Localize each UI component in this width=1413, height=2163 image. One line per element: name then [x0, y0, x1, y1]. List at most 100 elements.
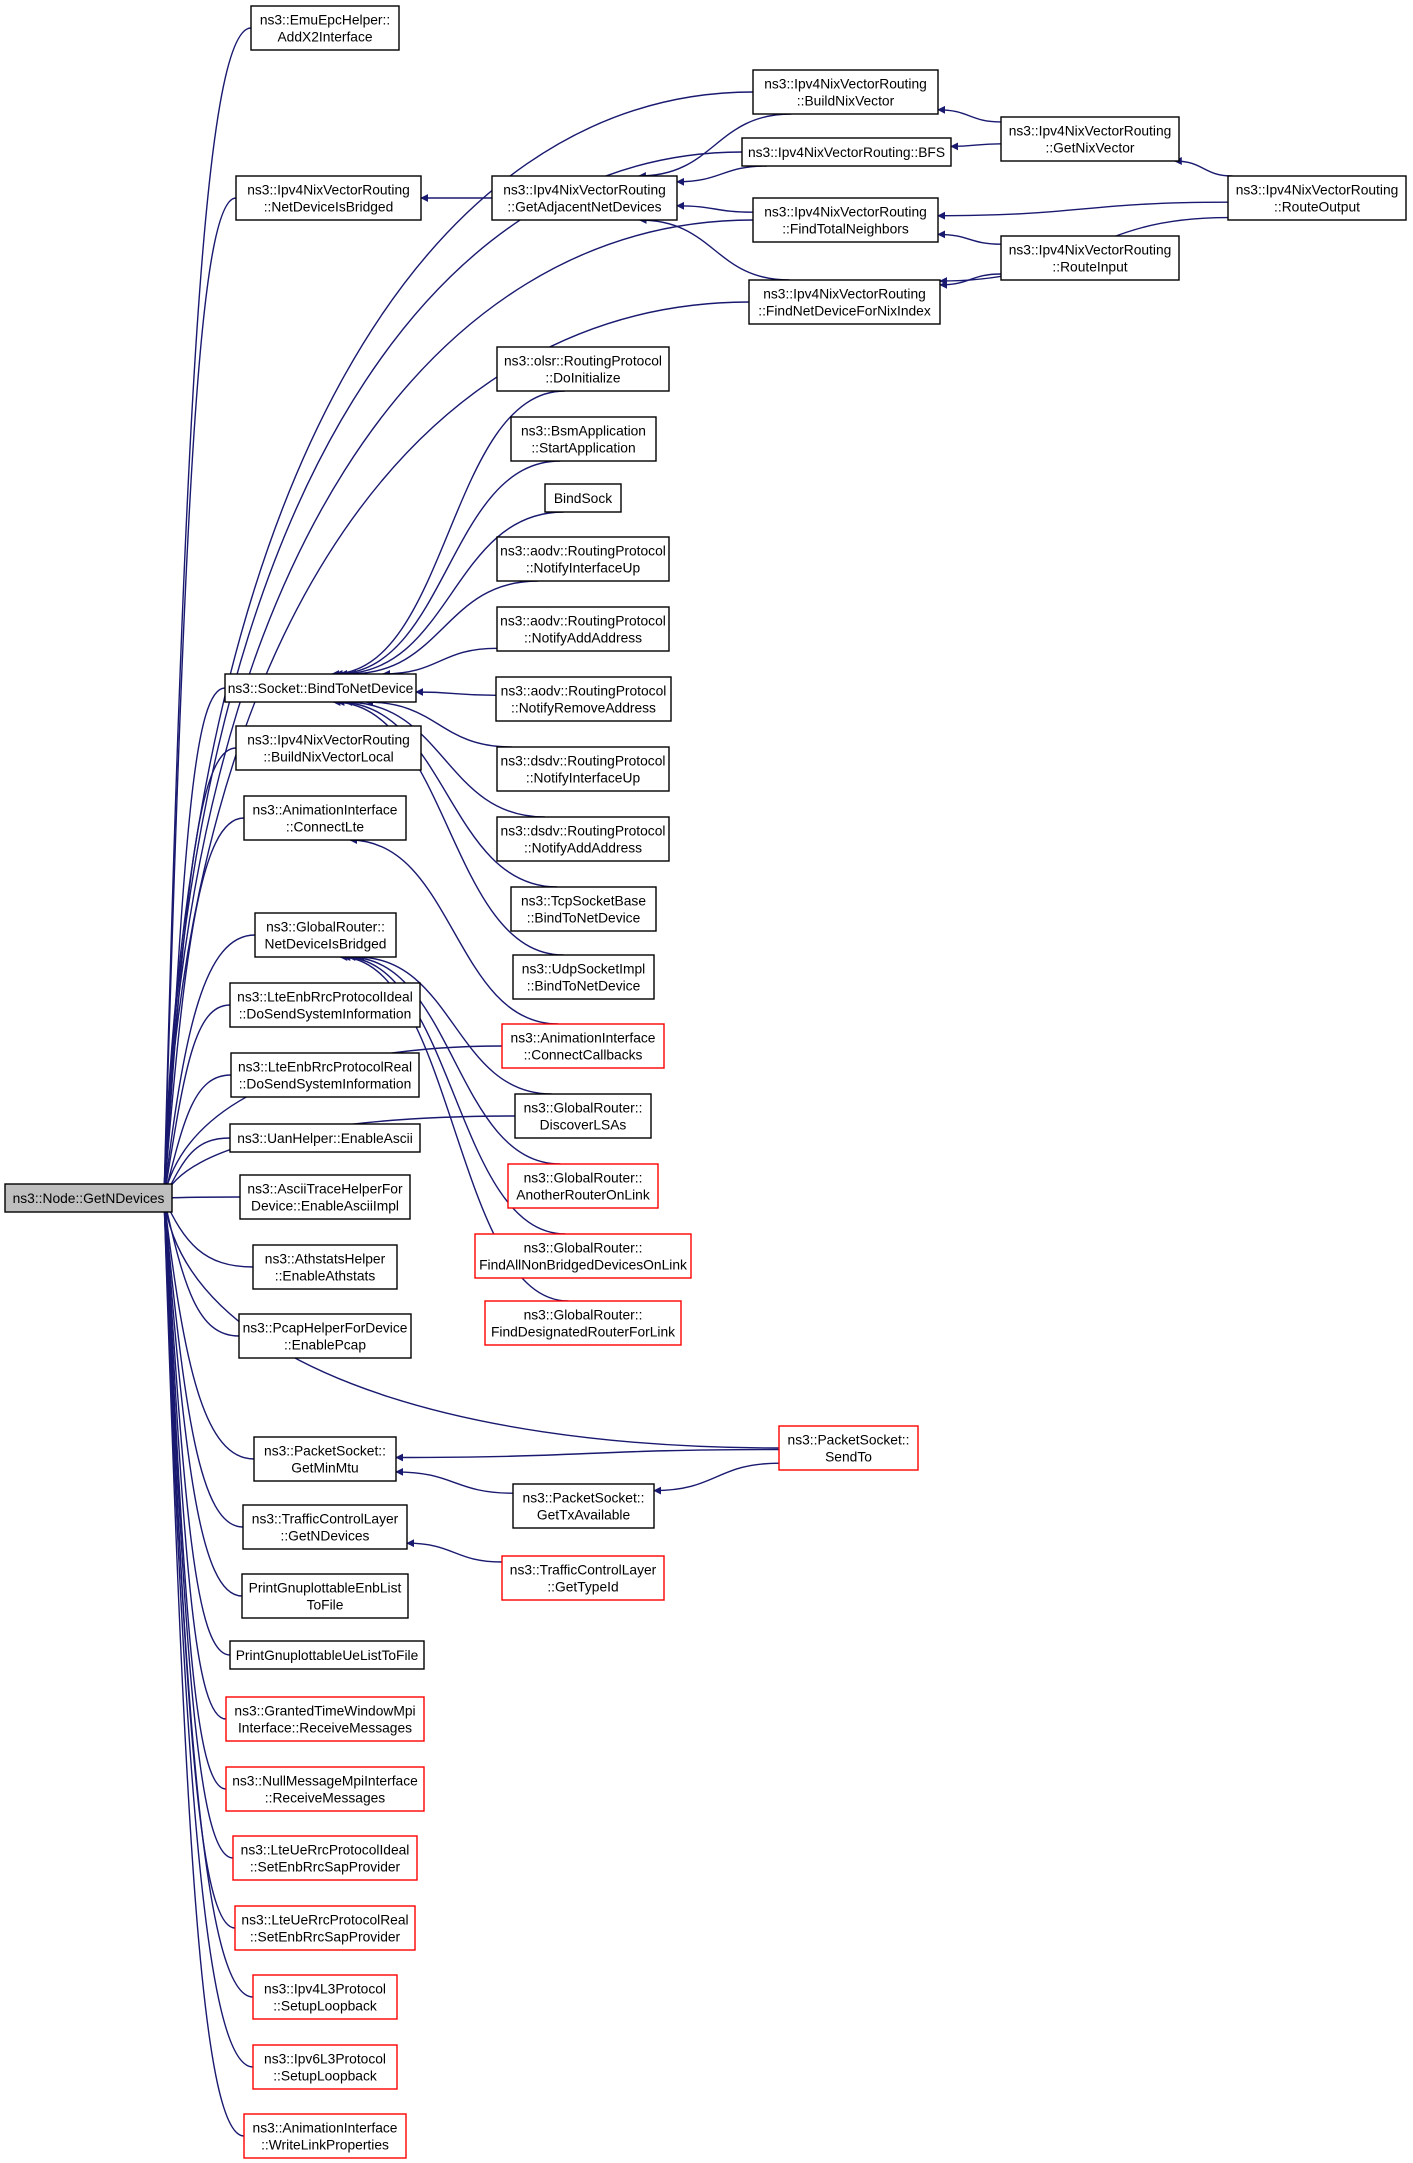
call-edge-line [161, 1074, 232, 1199]
function-node-aodvadd[interactable]: ns3::aodv::RoutingProtocol::NotifyAddAdd… [496, 606, 670, 652]
call-edge-line [160, 301, 750, 1199]
function-node-findtotal[interactable]: ns3::Ipv4NixVectorRouting::FindTotalNeig… [752, 197, 939, 243]
node-label-line: AddX2Interface [277, 30, 372, 45]
function-node-buildnix[interactable]: ns3::Ipv4NixVectorRouting::BuildNixVecto… [752, 69, 939, 115]
node-label-line: ::SetupLoopback [273, 2069, 377, 2084]
function-node-ptxavail[interactable]: ns3::PacketSocket::GetTxAvailable [512, 1483, 655, 1529]
function-node-pminmtu[interactable]: ns3::PacketSocket::GetMinMtu [253, 1436, 397, 1482]
call-edge-line [336, 698, 558, 888]
function-node-lteideal[interactable]: ns3::LteEnbRrcProtocolIdeal::DoSendSyste… [229, 982, 421, 1028]
node-box [474, 1233, 692, 1279]
function-node-finddesignated[interactable]: ns3::GlobalRouter::FindDesignatedRouterF… [484, 1300, 682, 1346]
function-node-aodvup[interactable]: ns3::aodv::RoutingProtocol::NotifyInterf… [496, 536, 670, 582]
function-node-granted[interactable]: ns3::GrantedTimeWindowMpiInterface::Rece… [225, 1696, 425, 1742]
call-edge-bindsock-to-socketbind [339, 511, 564, 678]
function-node-writelink[interactable]: ns3::AnimationInterface::WriteLinkProper… [243, 2113, 407, 2159]
node-label-line: ::FindTotalNeighbors [782, 222, 909, 237]
node-label-line: ::ReceiveMessages [265, 1791, 385, 1806]
node-label-line: ::DoSendSystemInformation [239, 1077, 412, 1092]
call-edge-line [160, 1197, 244, 1528]
function-node-aodvremove[interactable]: ns3::aodv::RoutingProtocol::NotifyRemove… [495, 676, 672, 722]
node-box [225, 1696, 425, 1742]
node-label-line: FindDesignatedRouterForLink [491, 1325, 675, 1340]
call-edge-routeoutput-to-findtotal [937, 201, 1229, 220]
node-label-line: ::RouteOutput [1274, 200, 1360, 215]
call-edge-line [160, 934, 256, 1199]
function-node-routeoutput[interactable]: ns3::Ipv4NixVectorRouting::RouteOutput [1227, 175, 1407, 221]
node-label-line: ns3::AthstatsHelper [265, 1252, 386, 1267]
function-node-connectcb[interactable]: ns3::AnimationInterface::ConnectCallback… [501, 1023, 665, 1069]
function-node-olsr[interactable]: ns3::olsr::RoutingProtocol::DoInitialize [496, 346, 670, 392]
function-node-connectlte[interactable]: ns3::AnimationInterface::ConnectLte [243, 795, 407, 841]
node-label-line: ::ConnectCallbacks [524, 1048, 643, 1063]
function-node-athstats[interactable]: ns3::AthstatsHelper::EnableAthstats [252, 1244, 398, 1290]
node-label-line: ::GetTypeId [547, 1580, 618, 1595]
function-node-discoverlsas[interactable]: ns3::GlobalRouter::DiscoverLSAs [514, 1093, 652, 1139]
node-box [1000, 235, 1180, 281]
node-box [243, 795, 407, 841]
node-label-line: ::EnablePcap [284, 1338, 366, 1353]
function-node-nullmsg[interactable]: ns3::NullMessageMpiInterface::ReceiveMes… [225, 1766, 425, 1812]
function-node-uanascii[interactable]: ns3::UanHelper::EnableAscii [229, 1123, 421, 1153]
function-node-pcap[interactable]: ns3::PcapHelperForDevice::EnablePcap [238, 1313, 412, 1359]
function-node-udpbind[interactable]: ns3::UdpSocketImpl::BindToNetDevice [512, 954, 655, 1000]
function-node-getnix[interactable]: ns3::Ipv4NixVectorRouting::GetNixVector [1000, 116, 1180, 162]
node-label-line: ns3::EmuEpcHelper:: [260, 13, 390, 28]
function-node-routeinput[interactable]: ns3::Ipv4NixVectorRouting::RouteInput [1000, 235, 1180, 281]
call-edge-line [161, 1004, 231, 1199]
function-node-anotherrouter[interactable]: ns3::GlobalRouter::AnotherRouterOnLink [507, 1163, 659, 1209]
node-label-line: ns3::Ipv4NixVectorRouting::BFS [748, 145, 945, 160]
call-edge-line [637, 113, 792, 180]
function-node-lteueideal[interactable]: ns3::LteUeRrcProtocolIdeal::SetEnbRrcSap… [232, 1835, 418, 1881]
call-edge-line [676, 201, 754, 213]
function-node-grbridged[interactable]: ns3::GlobalRouter::NetDeviceIsBridged [254, 912, 397, 958]
function-node-getadj[interactable]: ns3::Ipv4NixVectorRouting::GetAdjacentNe… [491, 175, 678, 221]
node-box [512, 1483, 655, 1529]
function-node-bsm[interactable]: ns3::BsmApplication::StartApplication [510, 416, 657, 462]
node-box [238, 1313, 412, 1359]
function-node-tcpbind[interactable]: ns3::TcpSocketBase::BindToNetDevice [510, 886, 657, 932]
function-node-lteuereal[interactable]: ns3::LteUeRrcProtocolReal::SetEnbRrcSapP… [234, 1905, 416, 1951]
function-node-psendto[interactable]: ns3::PacketSocket::SendTo [778, 1425, 919, 1471]
node-label-line: ::GetNDevices [281, 1529, 370, 1544]
function-node-findnetdev[interactable]: ns3::Ipv4NixVectorRouting::FindNetDevice… [748, 279, 941, 325]
call-edge-line [937, 105, 1002, 123]
node-label-line: ::StartApplication [531, 441, 635, 456]
call-edge-olsr-to-socketbind [331, 390, 565, 678]
call-edge-udpbind-to-socketbind [332, 698, 564, 956]
function-node-ltereal[interactable]: ns3::LteEnbRrcProtocolReal::DoSendSystem… [230, 1052, 420, 1098]
node-layer: ns3::Node::GetNDevices ns3::EmuEpcHelper:… [4, 5, 1407, 2159]
call-edge-line [160, 1197, 255, 1460]
call-edge-line [939, 273, 1002, 289]
node-label-line: ::RouteInput [1052, 260, 1127, 275]
function-node-tclgettype[interactable]: ns3::TrafficControlLayer::GetTypeId [501, 1555, 665, 1601]
node-label-line: ns3::BsmApplication [521, 424, 646, 439]
node-label-line: ns3::Ipv4NixVectorRouting [764, 77, 927, 92]
function-node-dsdvup[interactable]: ns3::dsdv::RoutingProtocol::NotifyInterf… [496, 746, 670, 792]
root-node-root[interactable]: ns3::Node::GetNDevices [4, 1183, 173, 1213]
call-edge-line [160, 1197, 231, 1656]
function-node-ipv4loop[interactable]: ns3::Ipv4L3Protocol::SetupLoopback [252, 1974, 398, 2020]
node-box [491, 175, 678, 221]
function-node-findallnonbridged[interactable]: ns3::GlobalRouter::FindAllNonBridgedDevi… [474, 1233, 692, 1279]
function-node-bfs[interactable]: ns3::Ipv4NixVectorRouting::BFS [741, 137, 952, 167]
function-node-asciitrace[interactable]: ns3::AsciiTraceHelperForDevice::EnableAs… [239, 1174, 411, 1220]
node-box [235, 175, 422, 221]
call-edge-line [160, 219, 754, 1199]
function-node-socketbind[interactable]: ns3::Socket::BindToNetDevice [224, 673, 417, 703]
function-node-dsdvadd[interactable]: ns3::dsdv::RoutingProtocol::NotifyAddAdd… [496, 816, 670, 862]
node-label-line: ::NotifyAddAddress [524, 631, 642, 646]
node-label-line: GetMinMtu [291, 1461, 358, 1476]
function-node-tclgetn[interactable]: ns3::TrafficControlLayer::GetNDevices [242, 1504, 408, 1550]
call-edge-line [160, 1197, 243, 1597]
function-node-gnuue[interactable]: PrintGnuplottableUeListToFile [229, 1640, 425, 1670]
function-node-bindsock[interactable]: BindSock [544, 483, 622, 513]
node-label-line: ns3::TrafficControlLayer [252, 1512, 399, 1527]
function-node-ipv6loop[interactable]: ns3::Ipv6L3Protocol::SetupLoopback [252, 2044, 398, 2090]
function-node-buildnixlocal[interactable]: ns3::Ipv4NixVectorRouting::BuildNixVecto… [235, 725, 422, 771]
function-node-nixbridged[interactable]: ns3::Ipv4NixVectorRouting::NetDeviceIsBr… [235, 175, 422, 221]
call-edge-line [676, 165, 767, 186]
call-edge-line [406, 1539, 503, 1563]
function-node-emu[interactable]: ns3::EmuEpcHelper::AddX2Interface [250, 5, 400, 51]
